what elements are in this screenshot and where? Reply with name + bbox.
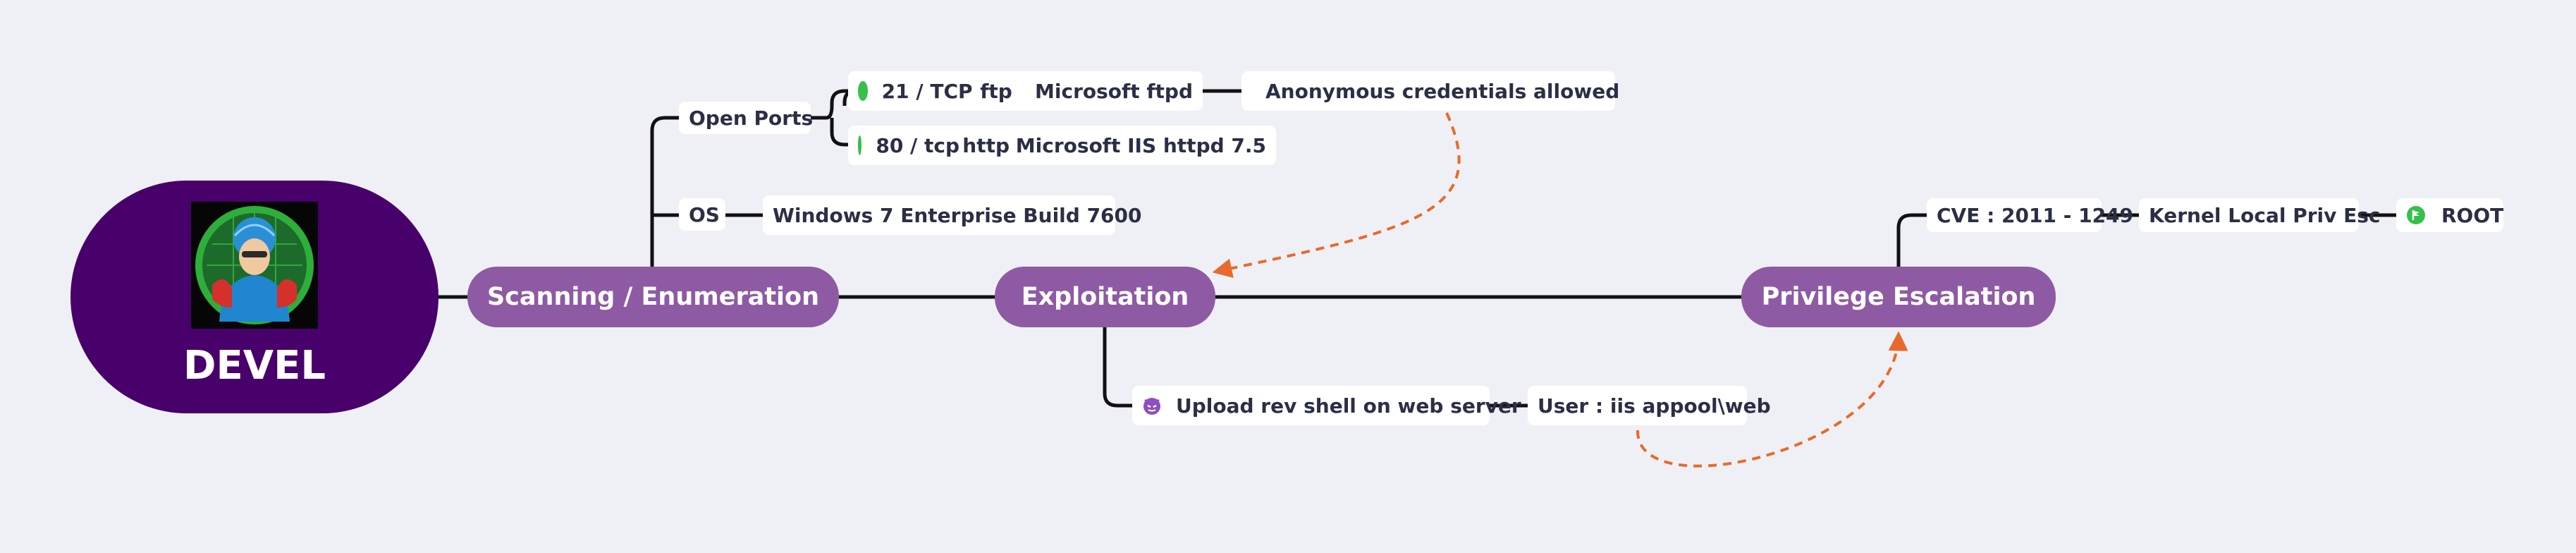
- port-protocol: http: [962, 133, 1010, 157]
- os-node[interactable]: OS: [679, 198, 725, 231]
- cve-node[interactable]: CVE : 2011 - 1249: [1927, 198, 2133, 232]
- branch-scanning-enumeration[interactable]: Scanning / Enumeration: [467, 267, 839, 327]
- devil-icon: [1142, 396, 1162, 415]
- root-title: DEVEL: [183, 343, 326, 389]
- connector-scanning-children: [650, 116, 679, 267]
- kernel-priv-esc-node[interactable]: Kernel Local Priv Esc: [2139, 198, 2381, 232]
- port-number: 80 / tcp: [876, 133, 960, 157]
- ftp-note-text: Anonymous credentials allowed: [1265, 79, 1620, 103]
- port-21-node[interactable]: 21 / TCP ftp Microsoft ftpd: [848, 71, 1203, 111]
- port-service: Microsoft ftpd: [1035, 79, 1193, 103]
- connector-exploitation-upload: [1103, 327, 1132, 408]
- branch-exploitation[interactable]: Exploitation: [995, 267, 1215, 327]
- open-ports-node[interactable]: Open Ports: [679, 102, 813, 134]
- status-green-icon: [858, 81, 868, 101]
- port-service: Microsoft IIS httpd 7.5: [1015, 133, 1267, 157]
- connector-privesc-cve: [1896, 213, 1927, 267]
- port-80-node[interactable]: 80 / tcp http Microsoft IIS httpd 7.5: [848, 126, 1276, 165]
- upload-text: Upload rev shell on web server: [1176, 394, 1521, 418]
- os-value-node[interactable]: Windows 7 Enterprise Build 7600: [763, 195, 1142, 235]
- globe-hacker-avatar-icon: [191, 202, 318, 329]
- branch-privilege-escalation[interactable]: Privilege Escalation: [1741, 267, 2056, 327]
- user-iis-node[interactable]: User : iis appool\web: [1528, 386, 1771, 425]
- root-result-text: ROOT: [2441, 203, 2504, 227]
- upload-rev-shell-node[interactable]: Upload rev shell on web server: [1132, 386, 1521, 425]
- flag-icon: [2406, 205, 2426, 225]
- root-result-node[interactable]: ROOT: [2396, 198, 2503, 232]
- anonymous-ftp-node[interactable]: Anonymous credentials allowed: [1241, 71, 1619, 111]
- root-node[interactable]: DEVEL: [70, 181, 438, 413]
- port-number: 21 / TCP: [881, 79, 973, 103]
- relation-ftp-to-exploitation: [1212, 112, 1461, 279]
- relation-user-to-privesc: [1636, 331, 1908, 468]
- status-green-icon: [858, 135, 862, 155]
- port-protocol: ftp: [980, 79, 1012, 103]
